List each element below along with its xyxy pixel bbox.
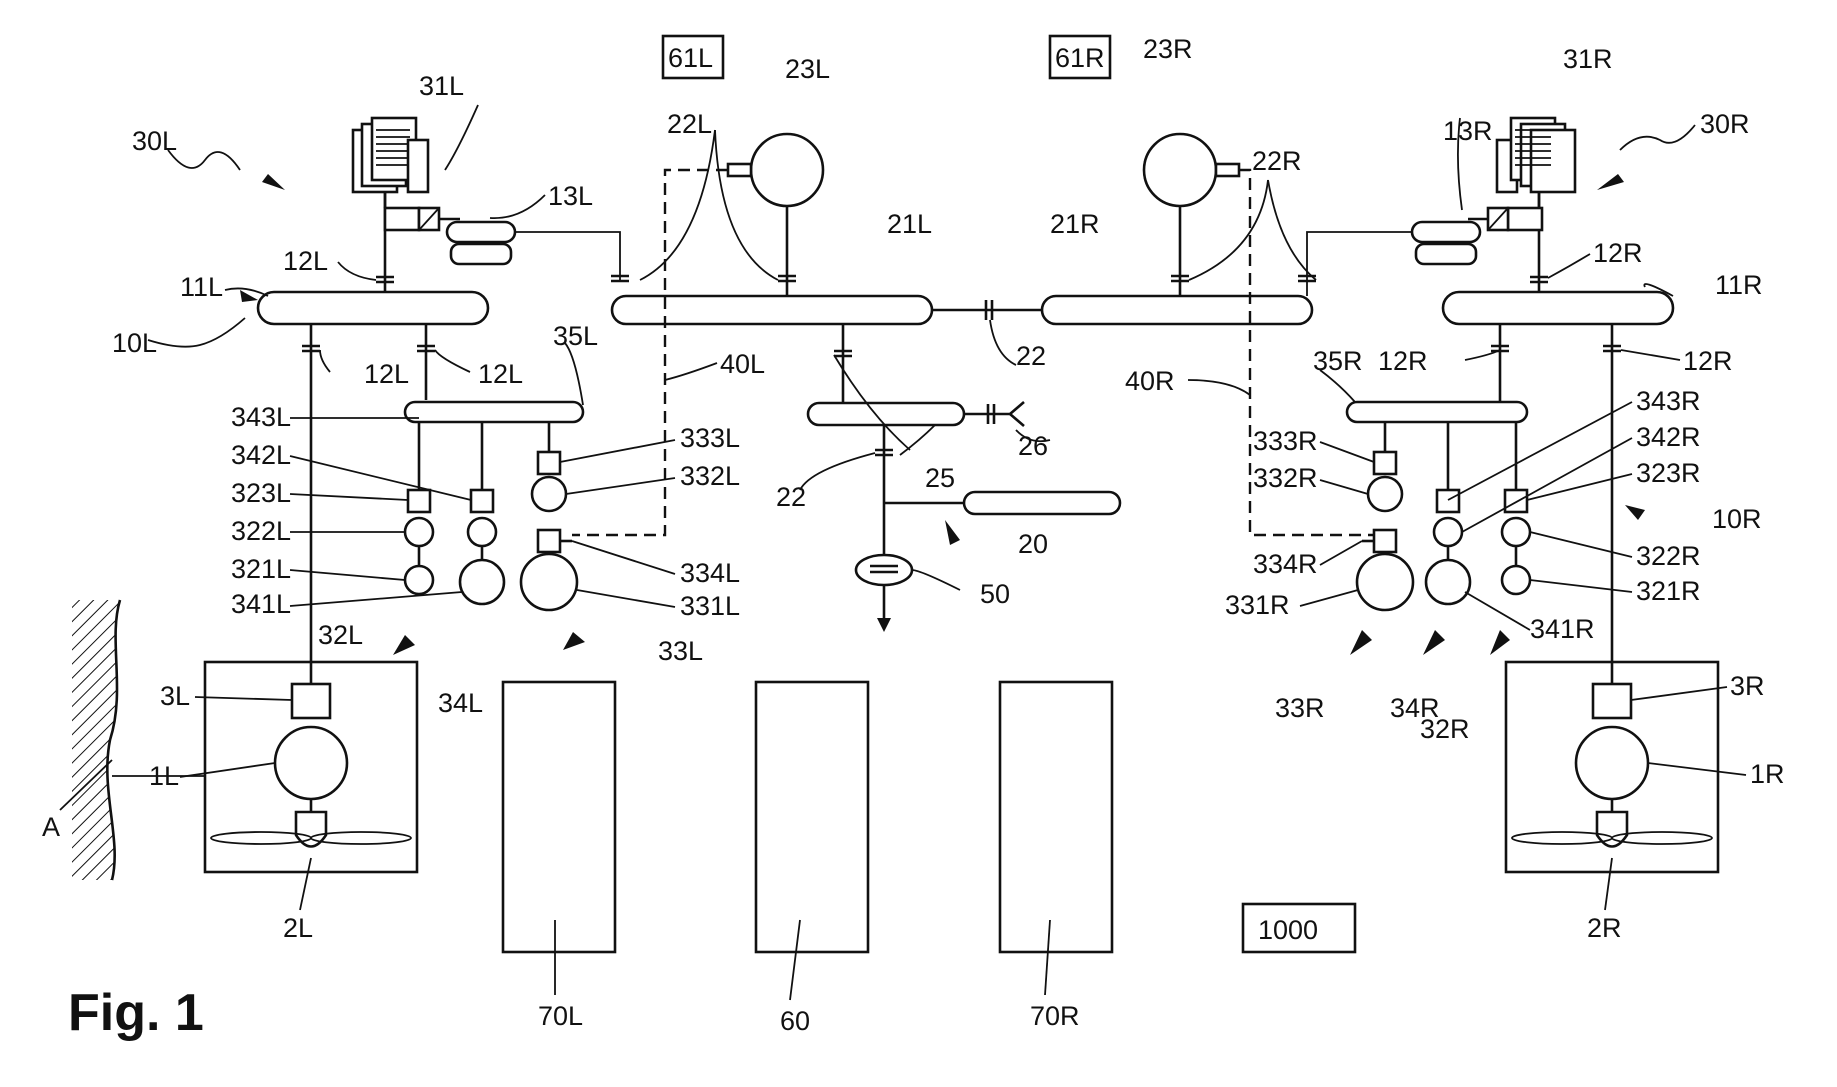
label-343L: 343L: [231, 402, 291, 432]
label-13L: 13L: [548, 181, 593, 211]
bus-25: [808, 324, 1120, 632]
tank-70R: [1000, 682, 1112, 952]
label-32L: 32L: [318, 620, 363, 650]
label-343R: 343R: [1636, 386, 1701, 416]
label-12L-a: 12L: [364, 359, 409, 389]
label-1000: 1000: [1258, 915, 1318, 945]
figure-label: Fig. 1: [68, 984, 204, 1042]
label-61R: 61R: [1055, 43, 1105, 73]
label-2R: 2R: [1587, 913, 1622, 943]
bus-35L: [405, 402, 583, 422]
label-33L: 33L: [658, 636, 703, 666]
label-10L: 10L: [112, 328, 157, 358]
chain-33L: [521, 422, 577, 610]
label-331L: 331L: [680, 591, 740, 621]
label-12L-top: 12L: [283, 246, 328, 276]
label-12R-b: 12R: [1683, 346, 1733, 376]
label-35R: 35R: [1313, 346, 1363, 376]
left-motor-pod: [205, 662, 417, 872]
label-61L: 61L: [668, 43, 713, 73]
label-12R-top: 12R: [1593, 238, 1643, 268]
label-32R: 32R: [1420, 714, 1470, 744]
converter-path-13R: [1298, 232, 1423, 296]
label-70L: 70L: [538, 1001, 583, 1031]
chain-34R: [1426, 422, 1470, 604]
label-3L: 3L: [160, 681, 190, 711]
label-70R: 70R: [1030, 1001, 1080, 1031]
motor-1R: [1576, 727, 1648, 799]
label-40R: 40R: [1125, 366, 1175, 396]
fuselage-wall-A: [72, 600, 205, 880]
label-22-b: 22: [776, 482, 806, 512]
chain-32L: [405, 422, 433, 594]
tank-70L: [503, 682, 615, 952]
label-334L: 334L: [680, 558, 740, 588]
label-12L-b: 12L: [478, 359, 523, 389]
label-30L: 30L: [132, 126, 177, 156]
motor-1L: [275, 727, 347, 799]
label-22-a: 22: [1016, 341, 1046, 371]
label-10R: 10R: [1712, 504, 1762, 534]
label-1L: 1L: [149, 761, 179, 791]
label-23L: 23L: [785, 54, 830, 84]
label-22L: 22L: [667, 109, 712, 139]
bus-21L: [612, 296, 1042, 324]
label-322L: 322L: [231, 516, 291, 546]
label-333R: 333R: [1253, 426, 1318, 456]
label-333L: 333L: [680, 423, 740, 453]
label-341L: 341L: [231, 589, 291, 619]
label-25: 25: [925, 463, 955, 493]
label-22R: 22R: [1252, 146, 1302, 176]
label-341R: 341R: [1530, 614, 1595, 644]
battery-stack-31L: [353, 118, 460, 230]
label-2L: 2L: [283, 913, 313, 943]
label-20: 20: [1018, 529, 1048, 559]
label-34L: 34L: [438, 688, 483, 718]
label-21L: 21L: [887, 209, 932, 239]
label-331R: 331R: [1225, 590, 1290, 620]
label-13R: 13R: [1443, 116, 1493, 146]
converter-13L: [447, 222, 629, 282]
bus-21R: [1042, 296, 1312, 324]
label-35L: 35L: [553, 321, 598, 351]
converter-3L-box: [292, 684, 330, 718]
label-23R: 23R: [1143, 34, 1193, 64]
label-321L: 321L: [231, 554, 291, 584]
label-33R: 33R: [1275, 693, 1325, 723]
label-31R: 31R: [1563, 44, 1613, 74]
label-50: 50: [980, 579, 1010, 609]
label-12R-a: 12R: [1378, 346, 1428, 376]
label-11R: 11R: [1715, 270, 1763, 300]
label-342L: 342L: [231, 440, 291, 470]
chain-33R: [1357, 422, 1413, 610]
label-3R: 3R: [1730, 671, 1765, 701]
label-30R: 30R: [1700, 109, 1750, 139]
label-332R: 332R: [1253, 463, 1318, 493]
label-A: A: [42, 812, 60, 842]
label-342R: 342R: [1636, 422, 1701, 452]
label-40L: 40L: [720, 349, 765, 379]
label-321R: 321R: [1636, 576, 1701, 606]
label-60: 60: [780, 1006, 810, 1036]
bus-35R: [1347, 402, 1527, 422]
converter-3R-box: [1593, 684, 1631, 718]
label-332L: 332L: [680, 461, 740, 491]
label-323L: 323L: [231, 478, 291, 508]
converter-13R: [1412, 222, 1480, 264]
label-21R: 21R: [1050, 209, 1100, 239]
label-11L: 11L: [180, 272, 223, 302]
label-26: 26: [1018, 431, 1048, 461]
tank-60: [756, 682, 868, 952]
label-31L: 31L: [419, 71, 464, 101]
label-322R: 322R: [1636, 541, 1701, 571]
label-1R: 1R: [1750, 759, 1785, 789]
label-323R: 323R: [1636, 458, 1701, 488]
chain-34L: [460, 422, 504, 604]
label-334R: 334R: [1253, 549, 1318, 579]
